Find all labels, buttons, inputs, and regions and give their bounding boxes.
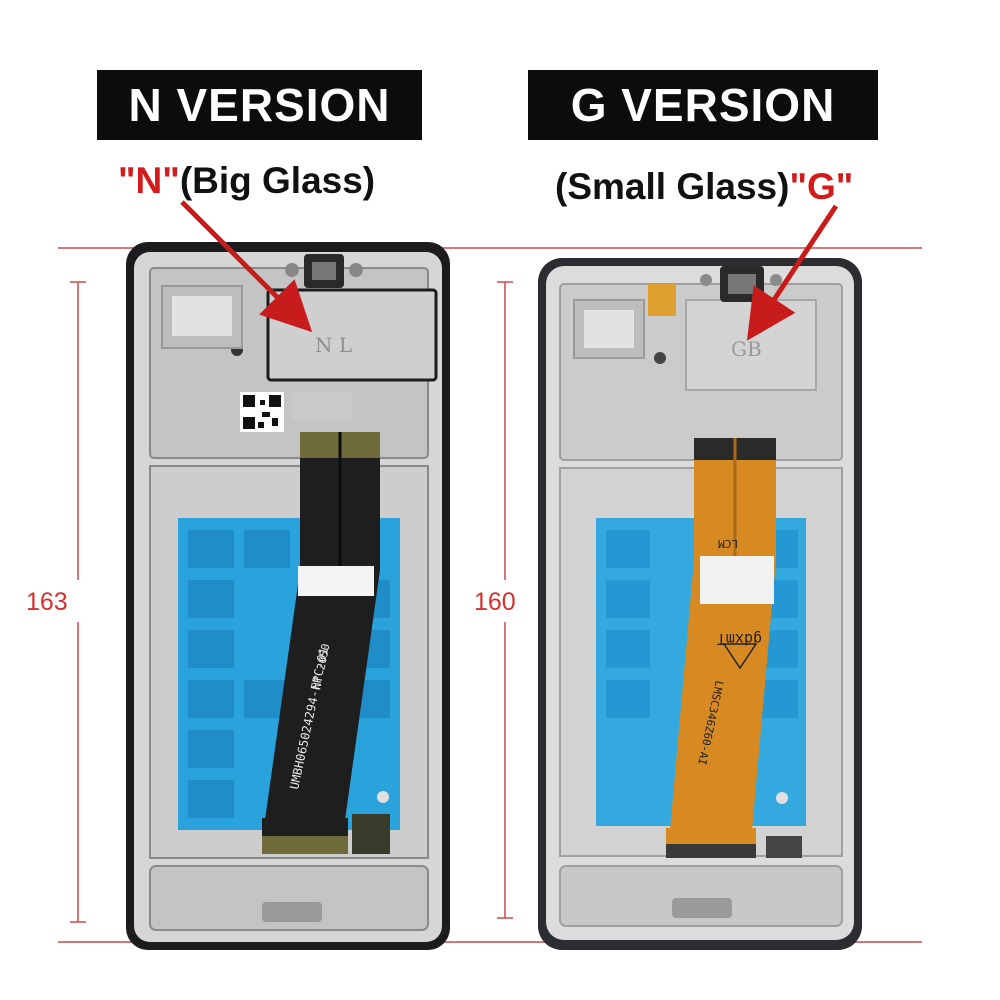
n-frame-stamp: N L <box>315 333 352 357</box>
n-dimension-marker <box>70 281 86 923</box>
g-frame-stamp: GB <box>731 337 762 361</box>
g-dimension-marker <box>497 281 513 919</box>
g-height-label: 160 <box>474 588 516 616</box>
g-version-banner: G VERSION <box>528 70 878 140</box>
n-version-caption: "N"(Big Glass) <box>118 160 375 202</box>
g-arrow <box>746 204 839 341</box>
g-flex-lcm: LCM <box>718 537 738 550</box>
g-code-label: "G" <box>789 166 854 207</box>
g-version-phone: GB LCM gdxmT LMSC346Z60-AI <box>538 258 862 950</box>
n-height-label: 163 <box>26 588 68 616</box>
n-version-banner: N VERSION <box>97 70 422 140</box>
n-qr-code <box>240 392 284 432</box>
g-version-caption: (Small Glass)"G" <box>555 166 853 208</box>
g-glass-label: (Small Glass) <box>555 166 790 207</box>
n-version-phone: N L <box>126 242 450 950</box>
n-code-label: "N" <box>118 160 180 201</box>
n-arrow <box>180 200 313 333</box>
n-glass-label: (Big Glass) <box>179 160 376 201</box>
